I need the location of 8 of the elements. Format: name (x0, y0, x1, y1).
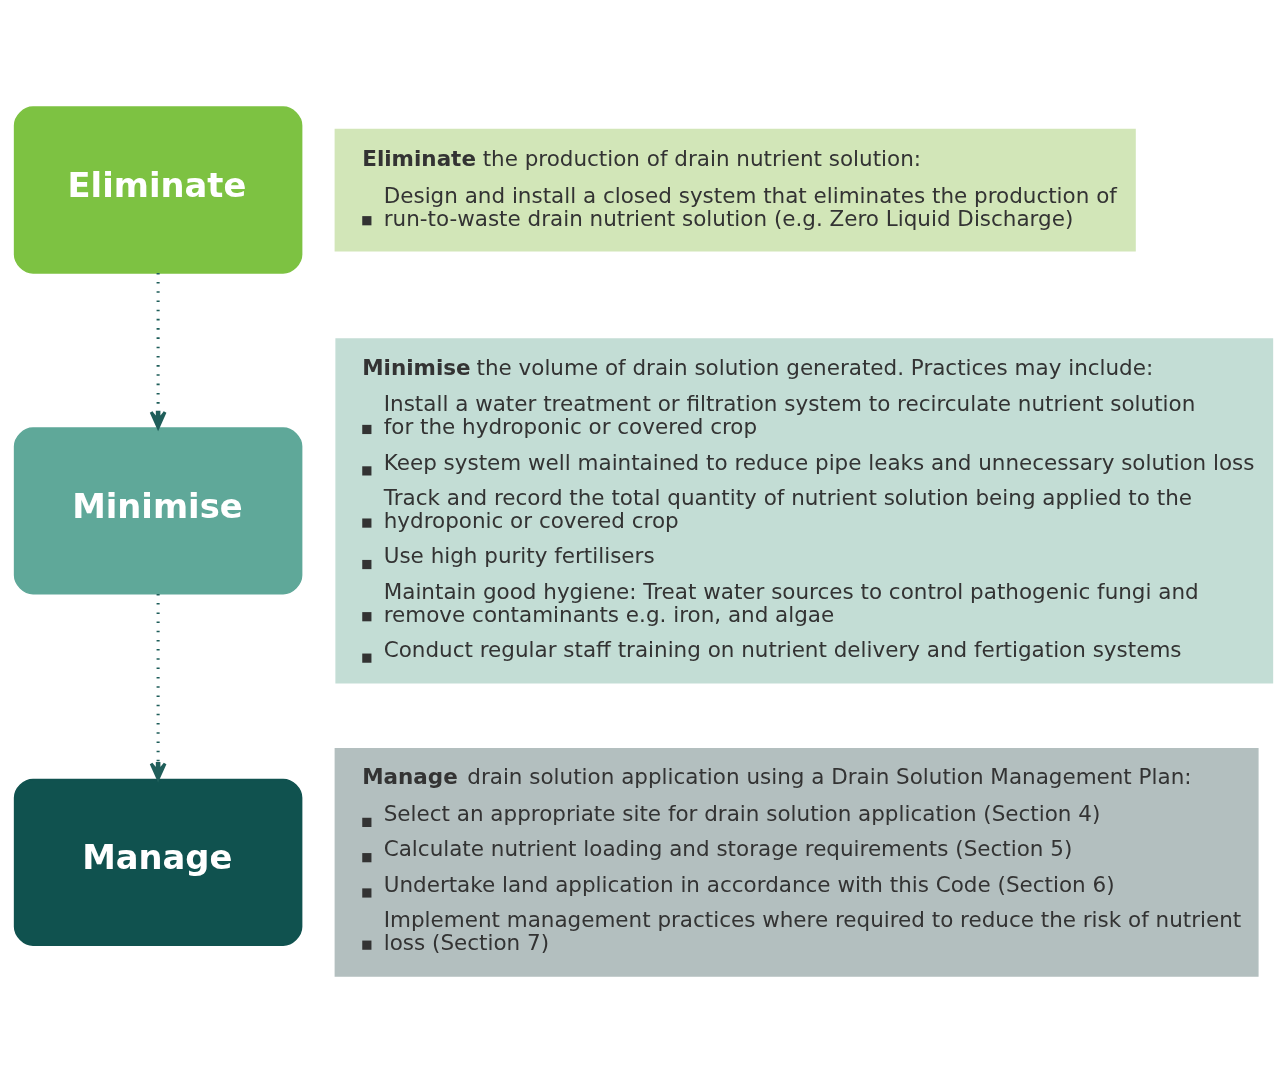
arrow (149, 272, 167, 429)
node-box: Manage drain solution application using a Drain Solution Management Plan: Select an appropriate site for drain solution application (Section 4) Calculate nutrient loading and storage requirements (Section 5) Undertake land application in accordance with this Code (Section 6) Implement management practices where required to reduce the risk of nutrient loss (Section 7) (334, 747, 1259, 977)
node-box: Eliminate the production of drain nutrient solution: Design and install a closed system that eliminates the production of run-to-waste drain nutrient solution (e.g. Zero Liquid Discharge) (334, 128, 1136, 251)
node-box: Minimise the volume of drain solution generated. Practices may include: Install a water treatment or filtration system to recirculate nutrient solution for the hydroponic or covered crop Keep system well maintained to reduce pipe leaks and unnecessary solution loss Track and record the total quantity of nutrient solution being applied to the hydroponic or covered crop Use high purity fertilisers Maintain good hygiene: Treat water sources to control pathogenic fungi and remove contaminants e.g. iron, and algae Conduct regular staff training on nutrient delivery and fertigation systems (335, 337, 1274, 683)
node-box: Minimise (13, 426, 303, 594)
node-box: Eliminate (13, 105, 303, 274)
node-box: Manage (13, 778, 303, 946)
arrow (149, 593, 167, 780)
